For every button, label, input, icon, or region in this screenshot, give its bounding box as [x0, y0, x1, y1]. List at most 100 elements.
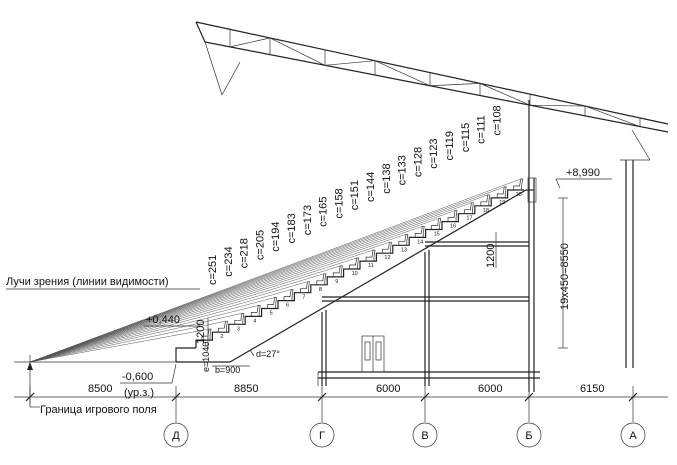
row-number: 2: [220, 334, 223, 340]
level-ground-note: (ур.з.): [124, 387, 154, 399]
c-value-label: c=111: [476, 115, 488, 144]
axis-label: Д: [172, 430, 180, 442]
seat: [447, 210, 458, 222]
sightline: [29, 178, 521, 363]
c-value-label: c=123: [428, 139, 440, 169]
sightline: [29, 305, 259, 363]
row-number: 19: [499, 200, 505, 206]
level-top: +8,990: [566, 167, 600, 179]
rows-height: 19x450=8550: [559, 243, 571, 310]
sightline: [29, 202, 472, 363]
row-number: 11: [368, 263, 374, 269]
sightline: [29, 234, 406, 363]
axis-bubble: [620, 422, 646, 448]
seat: [496, 186, 507, 198]
level-ground: -0,600: [122, 371, 153, 383]
c-value-label: c=108: [491, 105, 503, 135]
c-value-label: c=194: [270, 222, 282, 252]
sightlines-label: Лучи зрения (линии видимости): [6, 276, 169, 288]
sightline: [29, 249, 374, 363]
row-number: 1: [204, 342, 207, 348]
c-value-label: c=144: [365, 172, 377, 202]
row-number: 7: [302, 295, 305, 301]
row-number: 10: [352, 271, 358, 277]
e-value: e=1040: [201, 342, 211, 372]
row-number: 13: [401, 247, 407, 253]
seat: [431, 218, 442, 230]
row-number: 9: [335, 279, 338, 285]
span-dimension: 6000: [376, 383, 400, 395]
level-first: +0,440: [146, 314, 180, 326]
sightline: [29, 265, 341, 363]
c-value-label: c=133: [397, 155, 409, 185]
c-value-label: c=128: [412, 147, 424, 177]
dim-1200-left: 1200: [195, 320, 207, 344]
c-value-label: c=151: [349, 180, 361, 210]
axis-label: Г: [319, 430, 325, 442]
seat: [218, 320, 228, 333]
span-dimension: 6000: [478, 383, 502, 395]
axis-bubble: [412, 422, 438, 448]
row-number: 20: [516, 192, 522, 198]
sightlines: [29, 178, 521, 363]
row-number: 15: [434, 232, 440, 238]
row-number: 18: [483, 208, 489, 214]
axis-label: Б: [525, 430, 532, 442]
span-dimension: 6150: [580, 383, 604, 395]
axis-bubble: [309, 422, 335, 448]
dim-1200-right: 1200: [485, 244, 497, 268]
roof-truss: [195, 21, 669, 368]
sightline: [29, 281, 308, 363]
span-dimension: 8500: [88, 383, 112, 395]
span-dimension: 8850: [234, 383, 258, 395]
field-boundary-label: Граница игрового поля: [40, 404, 157, 416]
axis-label: А: [629, 430, 637, 442]
c-value-label: c=205: [254, 230, 266, 260]
c-value-label: c=138: [381, 163, 393, 193]
row-number: 6: [286, 303, 289, 309]
sightline: [29, 186, 505, 363]
c-value-label: c=165: [318, 197, 330, 227]
sightline: [29, 226, 423, 363]
axis-bubble: [163, 422, 189, 448]
row-number: 16: [450, 224, 456, 230]
c-value-label: c=119: [444, 131, 456, 160]
row-number: 17: [466, 216, 472, 222]
row-number: 12: [384, 255, 390, 261]
sightline: [29, 320, 226, 363]
seat: [398, 233, 409, 246]
row-number: 4: [253, 318, 256, 324]
row-number: 5: [270, 311, 273, 317]
b-value: b=900: [215, 365, 240, 375]
axis-label: В: [421, 430, 428, 442]
dimension-chain: 8500 8850 6000 6000 6150: [14, 383, 668, 404]
sightline: [29, 313, 242, 363]
seat: [513, 178, 524, 190]
sightline: [29, 257, 357, 363]
row-number: 14: [417, 239, 423, 245]
seat: [480, 194, 491, 206]
row-number: 3: [237, 326, 240, 332]
sightline: [29, 194, 488, 363]
sightline: [29, 241, 390, 363]
annotations: Лучи зрения (линии видимости) +0,440 -0,…: [6, 167, 612, 416]
row-number: 8: [319, 287, 322, 293]
c-value-label: c=251: [207, 255, 219, 285]
seat: [234, 312, 245, 325]
seat: [464, 202, 474, 214]
d-value: d=27°: [256, 349, 280, 359]
c-value-label: c=183: [286, 213, 298, 243]
seat: [414, 226, 425, 238]
sightline: [29, 328, 210, 363]
c-value-label: c=115: [460, 123, 472, 152]
c-value-label: c=234: [223, 246, 235, 276]
axis-bubble: [516, 422, 542, 448]
sightline: [29, 218, 439, 363]
c-value-label: c=218: [239, 238, 251, 268]
sightline: [29, 273, 324, 363]
